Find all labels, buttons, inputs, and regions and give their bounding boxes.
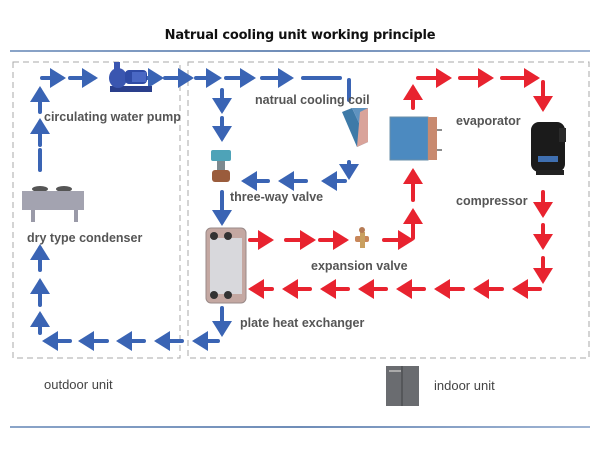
natural-cooling-coil-label: natrual cooling coil [255, 93, 370, 107]
expansion-valve-label: expansion valve [311, 259, 408, 273]
outdoor-unit-label: outdoor unit [44, 377, 113, 392]
bottom-divider [10, 426, 590, 428]
indoor-unit-boundary [187, 61, 590, 359]
circulating-water-pump-icon [109, 62, 152, 92]
indoor-unit-label: indoor unit [434, 378, 495, 393]
dry-type-condenser-icon [22, 186, 84, 222]
evaporator-label: evaporator [456, 114, 521, 128]
refrigerant-loop [248, 68, 553, 299]
diagram-title: Natrual cooling unit working principle [164, 28, 436, 43]
outdoor-unit-boundary [12, 61, 181, 359]
plate-heat-exchanger-icon [205, 227, 247, 304]
indoor-unit-icon [386, 366, 419, 406]
three-way-valve-icon [211, 150, 231, 182]
top-divider [10, 50, 590, 52]
natural-cooling-coil-icon [342, 108, 368, 147]
three-way-valve-label: three-way valve [230, 190, 324, 204]
dry-type-condenser-label: dry type condenser [27, 231, 143, 245]
evaporator-icon [389, 116, 442, 161]
water-loop [30, 68, 359, 351]
compressor-icon [531, 122, 566, 175]
compressor-label: compressor [456, 194, 528, 208]
expansion-valve-icon [355, 227, 369, 248]
circulating-water-pump-label: circulating water pump [44, 110, 181, 124]
plate-heat-exchanger-label: plate heat exchanger [240, 316, 365, 330]
